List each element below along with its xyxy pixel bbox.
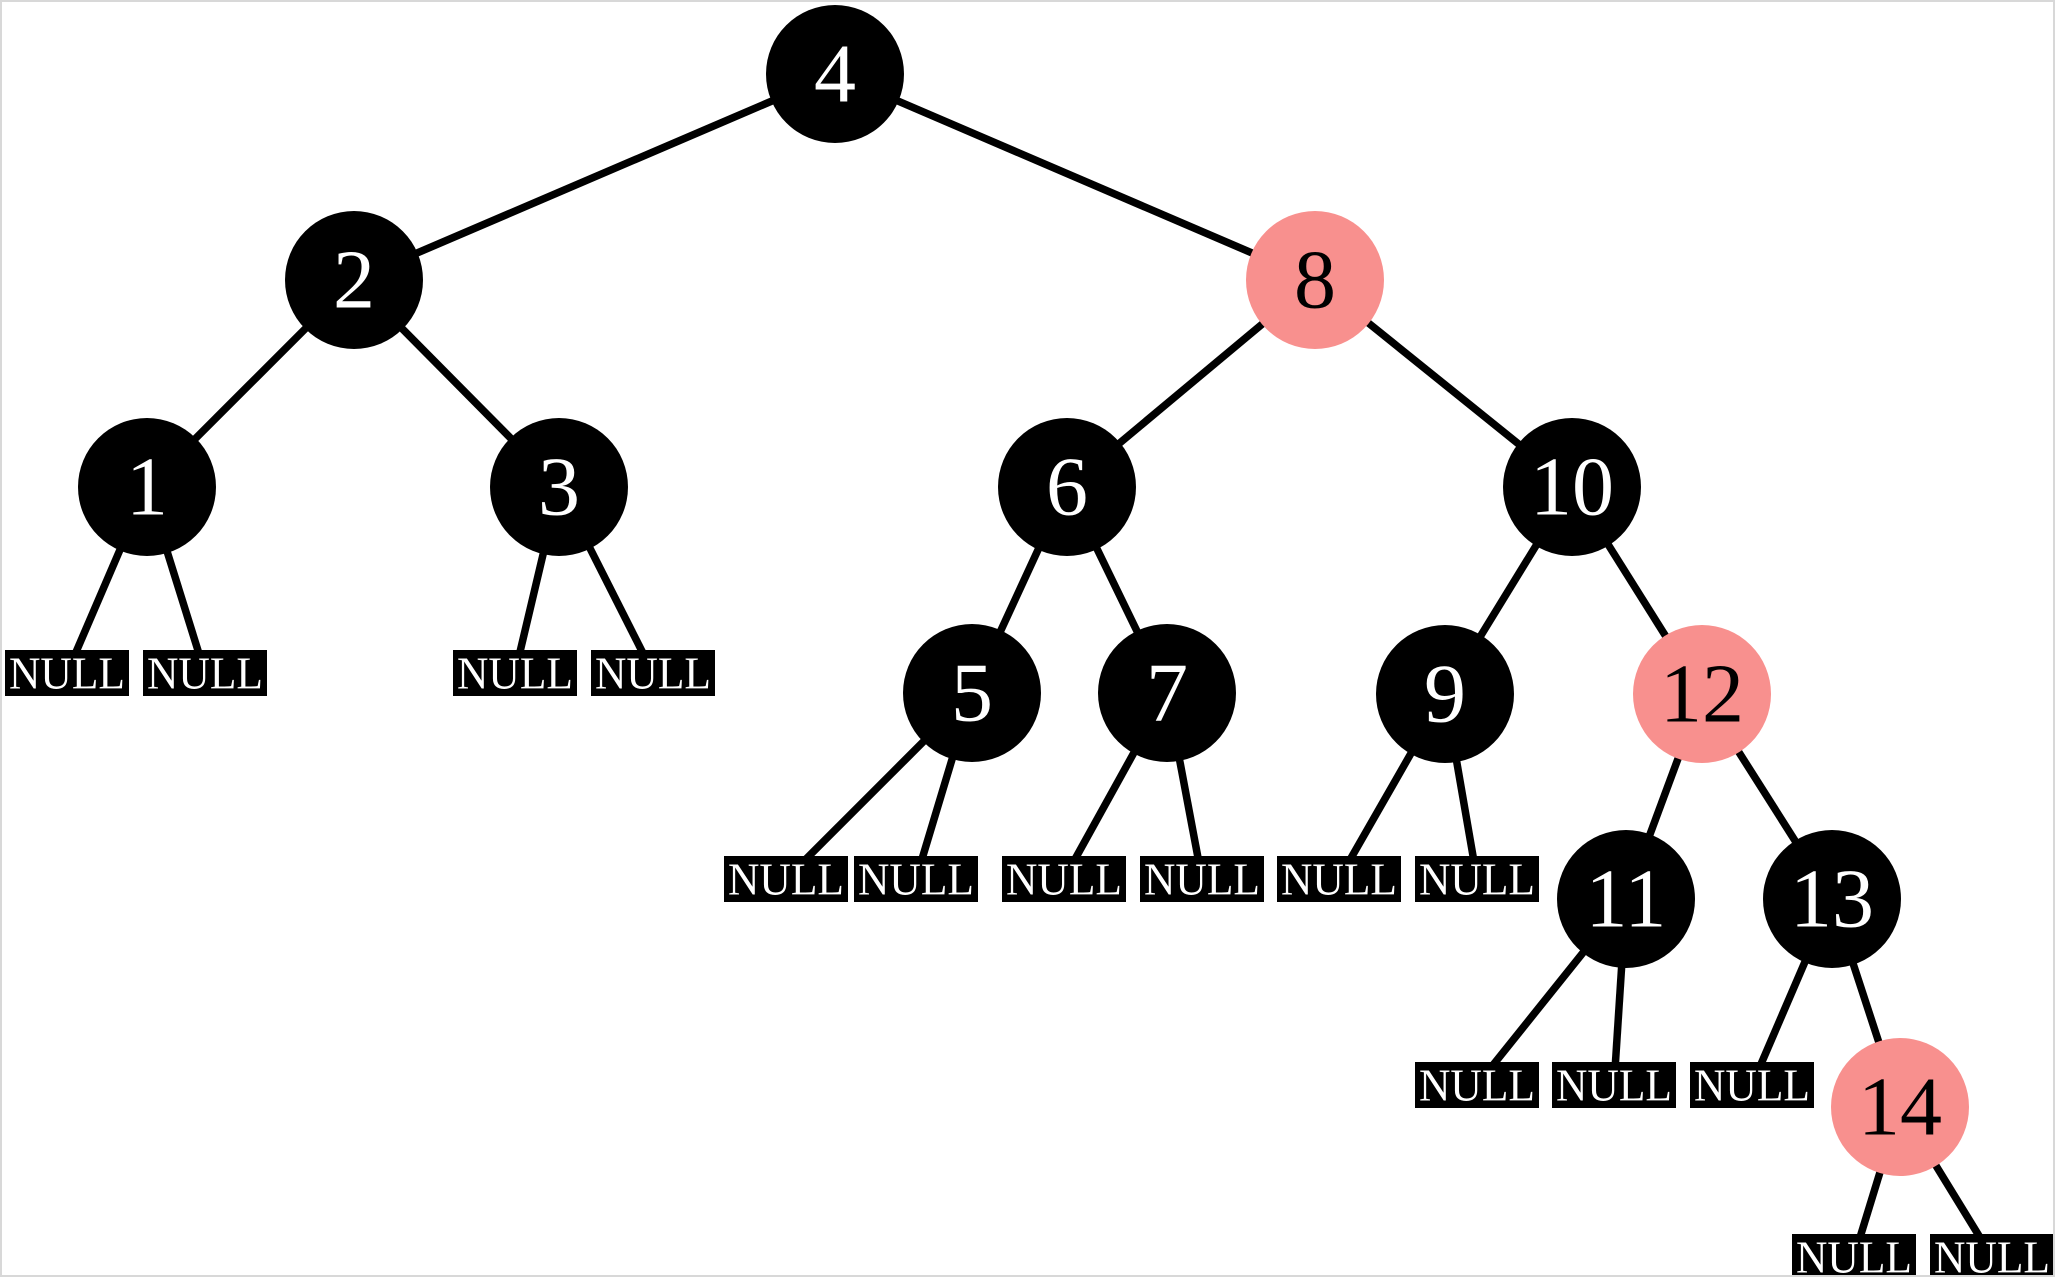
tree-node-1 (78, 418, 216, 556)
null-leaf-label: NULL (1419, 1060, 1535, 1111)
null-leaf-label: NULL (9, 648, 125, 699)
null-leaf-box (453, 650, 577, 696)
null-leaf-box (1002, 856, 1126, 902)
node-label-10: 10 (1530, 441, 1614, 534)
node-label-14: 14 (1858, 1061, 1942, 1154)
null-leaf-box (5, 650, 129, 696)
null-leaf-label: NULL (1281, 854, 1397, 905)
null-leaf-box (724, 856, 848, 902)
null-leaf-box (1552, 1062, 1676, 1108)
null-leaf-label: NULL (1006, 854, 1122, 905)
tree-node-11 (1557, 830, 1695, 968)
null-leaf-box (143, 650, 267, 696)
node-label-13: 13 (1790, 853, 1874, 946)
null-leaf-label: NULL (457, 648, 573, 699)
tree-node-3 (490, 418, 628, 556)
tree-node-2 (285, 211, 423, 349)
tree-node-9 (1376, 625, 1514, 763)
node-label-3: 3 (538, 441, 580, 534)
node-label-2: 2 (333, 234, 375, 327)
null-leaf-box (591, 650, 715, 696)
null-leaf-box (1277, 856, 1401, 902)
null-leaf-label: NULL (1694, 1060, 1810, 1111)
tree-node-6 (998, 418, 1136, 556)
null-leaf-box (1930, 1234, 2053, 1275)
node-label-7: 7 (1146, 647, 1188, 740)
null-leaf-box (1792, 1234, 1916, 1275)
null-leaf-label: NULL (1144, 854, 1260, 905)
tree-node-8 (1246, 211, 1384, 349)
tree-node-4 (766, 5, 904, 143)
tree-edge-4-8 (833, 70, 1317, 284)
null-leaf-label: NULL (1419, 854, 1535, 905)
node-label-9: 9 (1424, 648, 1466, 741)
null-leaf-box (854, 856, 978, 902)
node-label-12: 12 (1660, 648, 1744, 741)
tree-node-12 (1633, 625, 1771, 763)
null-leaf-box (1690, 1062, 1814, 1108)
null-leaf-label: NULL (858, 854, 974, 905)
node-label-5: 5 (951, 647, 993, 740)
null-leaf-box (1415, 1062, 1539, 1108)
null-leaf-label: NULL (147, 648, 263, 699)
tree-node-7 (1098, 624, 1236, 762)
node-label-8: 8 (1294, 234, 1336, 327)
tree-node-14 (1831, 1038, 1969, 1176)
node-label-1: 1 (126, 441, 168, 534)
null-leaf-label: NULL (1556, 1060, 1672, 1111)
null-leaf-box (1140, 856, 1264, 902)
tree-node-10 (1503, 418, 1641, 556)
tree-node-5 (903, 624, 1041, 762)
node-label-6: 6 (1046, 441, 1088, 534)
null-leaf-box (1415, 856, 1539, 902)
tree-edge-4-2 (352, 70, 837, 284)
null-leaf-label: NULL (1934, 1232, 2050, 1275)
null-leaf-label: NULL (595, 648, 711, 699)
node-label-11: 11 (1586, 853, 1667, 946)
tree-node-13 (1763, 830, 1901, 968)
null-leaf-label: NULL (728, 854, 844, 905)
null-leaf-label: NULL (1796, 1232, 1912, 1275)
node-label-4: 4 (814, 28, 856, 121)
